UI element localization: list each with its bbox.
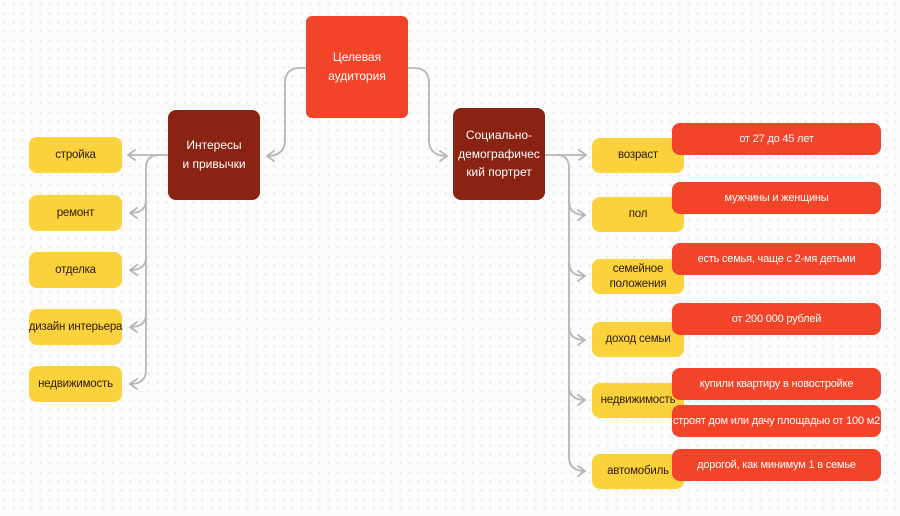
node-answer-age[interactable]: от 27 до 45 лет [672,123,881,155]
node-right-item-real-estate[interactable]: недвижимость [592,383,684,418]
node-left-item-interior-design[interactable]: дизайн интерьера [29,309,122,345]
connector-left-to-item-2 [129,256,147,276]
connector-right-to-item-1 [568,200,586,221]
node-left-item-real-estate[interactable]: недвижимость [29,366,122,402]
connector-left-trunk-to-item-4 [129,154,160,390]
node-label: доход семьи [605,333,671,346]
node-right-item-family-income[interactable]: доход семьи [592,322,684,357]
connector-right-to-item-3 [568,325,586,346]
node-label: мужчины и женщины [724,192,829,204]
connector-right-trunk-to-item-5 [556,154,586,477]
node-root-target-audience[interactable]: Целевая аудитория [306,16,408,118]
node-label: Целевая аудитория [328,50,386,83]
node-label: пол [628,208,648,221]
connector-right-to-item-4 [568,385,586,406]
node-label: ремонт [56,206,95,219]
node-label: отделка [55,263,96,276]
node-label: от 27 до 45 лет [739,133,814,145]
node-left-item-renovation[interactable]: ремонт [29,195,122,231]
node-category-interests[interactable]: Интересы и привычки [168,110,260,200]
node-answer-real-estate-1[interactable]: купили квартиру в новостройке [672,368,881,400]
node-category-socio-demographic[interactable]: Социально- демографичес кий портрет [453,108,545,200]
node-label: возраст [618,149,658,162]
node-label: Интересы и привычки [182,138,246,171]
node-label: семейное положения [609,262,667,290]
node-left-item-finishing[interactable]: отделка [29,252,122,288]
connector-root-to-left-category [266,67,307,162]
node-label: дорогой, как минимум 1 в семье [697,459,856,471]
node-label: недвижимость [600,394,676,407]
node-label: строят дом или дачу площадью от 100 м2 [672,415,881,427]
connector-left-to-item-1 [129,199,147,219]
node-label: Социально- демографичес кий портрет [458,128,540,180]
node-answer-real-estate-2[interactable]: строят дом или дачу площадью от 100 м2 [672,405,881,437]
node-label: купили квартиру в новостройке [699,378,854,390]
node-label: от 200 000 рублей [731,313,822,325]
node-right-item-car[interactable]: автомобиль [592,454,684,489]
node-label: автомобиль [607,465,669,478]
node-answer-car[interactable]: дорогой, как минимум 1 в семье [672,449,881,481]
node-label: стройка [55,148,96,161]
node-left-item-construction[interactable]: стройка [29,137,122,173]
node-right-item-marital-status[interactable]: семейное положения [592,259,684,294]
connector-right-to-item-2 [568,261,586,282]
connector-root-to-right-category [407,67,448,162]
node-answer-marital-status[interactable]: есть семья, чаще с 2-мя детьми [672,243,881,275]
node-label: дизайн интерьера [28,320,123,333]
node-right-item-gender[interactable]: пол [592,197,684,232]
connector-left-to-item-3 [129,313,147,333]
node-answer-family-income[interactable]: от 200 000 рублей [672,303,881,335]
node-label: недвижимость [38,377,113,390]
node-label: есть семья, чаще с 2-мя детьми [697,253,856,265]
node-right-item-age[interactable]: возраст [592,138,684,173]
node-answer-gender[interactable]: мужчины и женщины [672,182,881,214]
